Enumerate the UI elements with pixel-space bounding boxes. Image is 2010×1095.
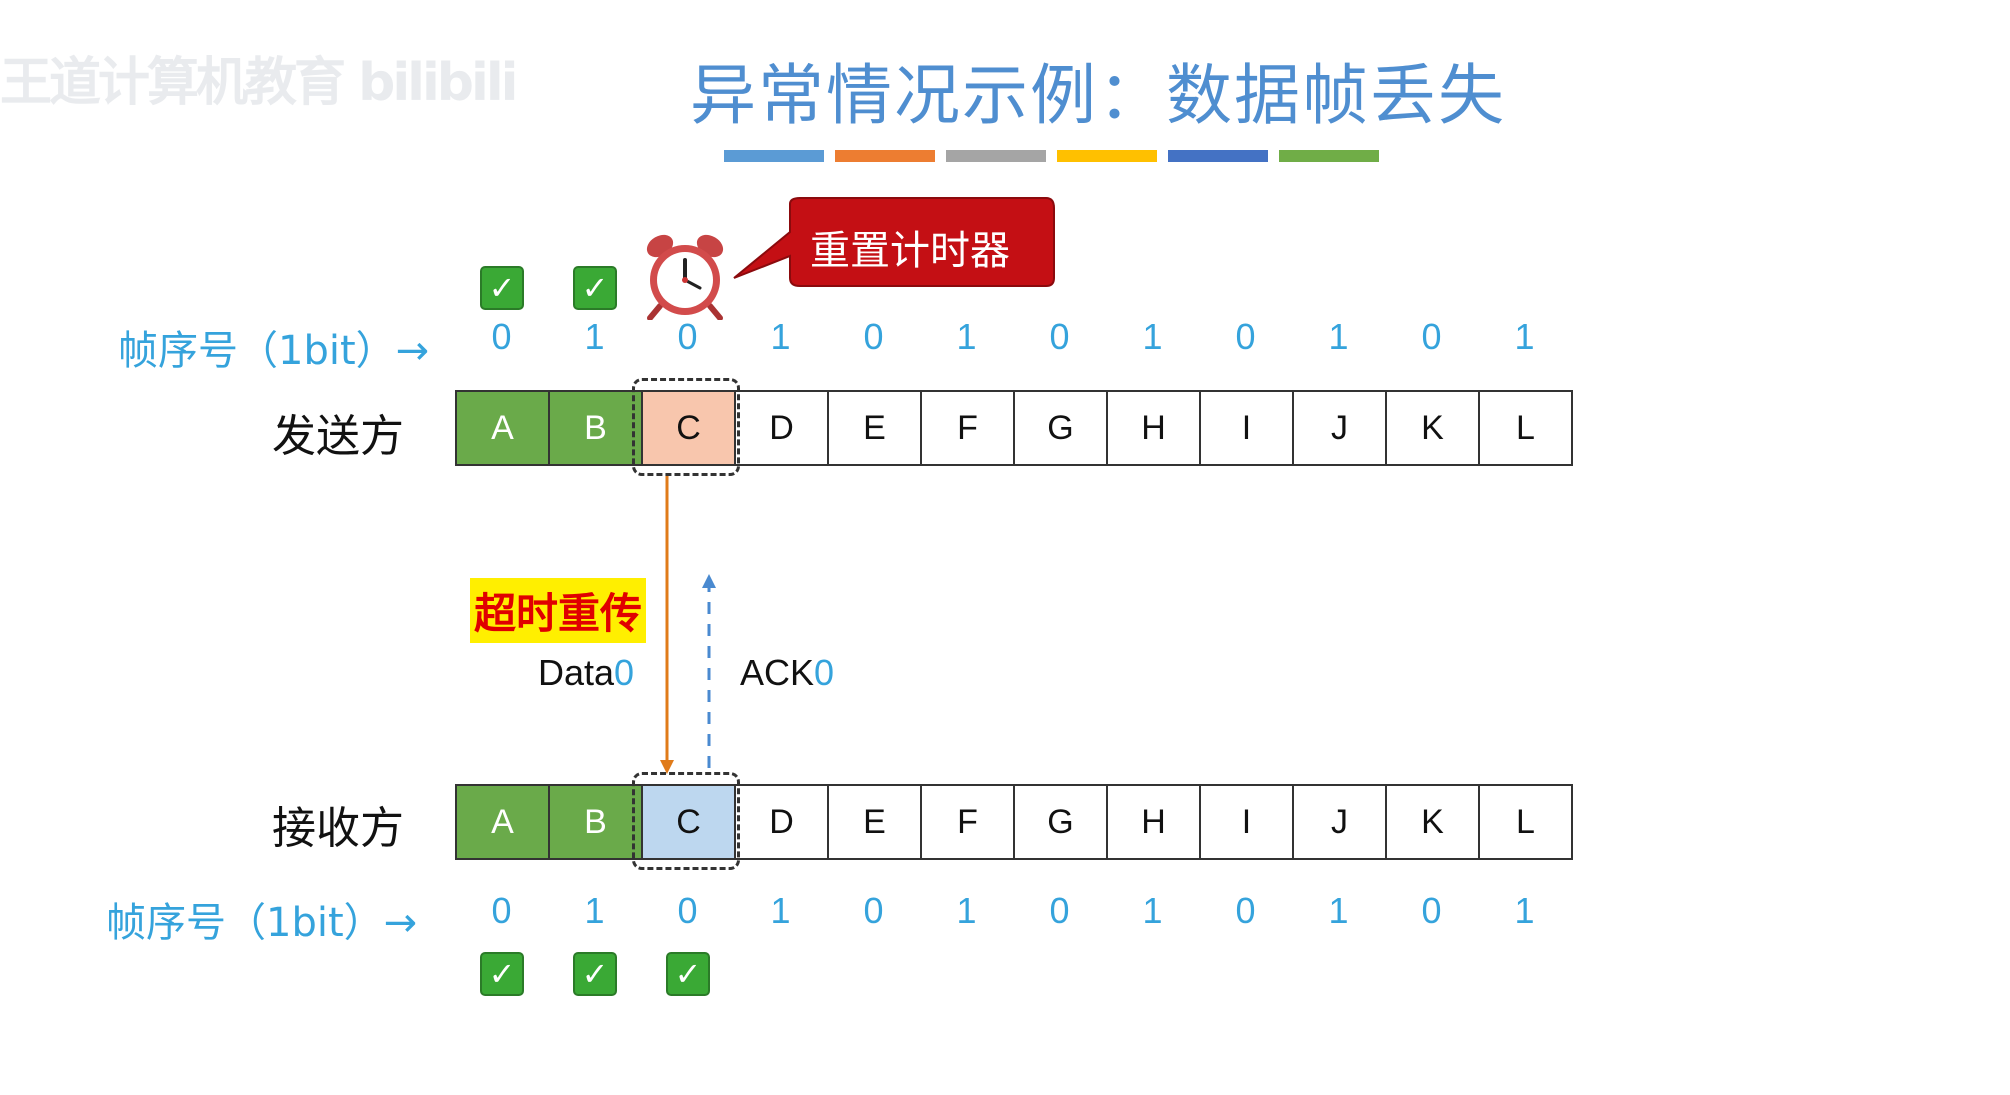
receiver-checkmark-icon-2: ✓ bbox=[666, 952, 710, 996]
receiver-seq-1: 1 bbox=[584, 890, 605, 931]
receiver-seq-label: 帧序号（1bit）→ bbox=[106, 900, 418, 946]
receiver-frame-d: D bbox=[736, 786, 829, 858]
sender-seq-7: 1 bbox=[1142, 316, 1163, 357]
sender-seq-1: 1 bbox=[584, 316, 605, 357]
receiver-seq-3: 1 bbox=[770, 890, 791, 931]
receiver-checkmark-icon-1: ✓ bbox=[573, 952, 617, 996]
sender-seq-11: 1 bbox=[1514, 316, 1535, 357]
alarm-clock-icon bbox=[646, 234, 724, 320]
sender-frame-f: F bbox=[922, 392, 1015, 464]
color-bar-1 bbox=[835, 150, 935, 162]
sender-frame-e: E bbox=[829, 392, 922, 464]
transmission-arrows bbox=[660, 476, 716, 774]
sender-frame-b: B bbox=[550, 392, 643, 464]
receiver-label: 接收方 bbox=[272, 803, 404, 854]
receiver-seq-0: 0 bbox=[491, 890, 512, 931]
sender-seq-10: 0 bbox=[1421, 316, 1442, 357]
sender-frame-g: G bbox=[1015, 392, 1108, 464]
sender-seq-label: 帧序号（1bit）→ bbox=[118, 328, 430, 374]
receiver-seq-5: 1 bbox=[956, 890, 977, 931]
sender-frame-d: D bbox=[736, 392, 829, 464]
ack-message-label: ACK0 bbox=[740, 652, 835, 693]
sender-seq-9: 1 bbox=[1328, 316, 1349, 357]
color-bar-3 bbox=[1057, 150, 1157, 162]
sender-frame-a: A bbox=[457, 392, 550, 464]
sender-frame-i: I bbox=[1201, 392, 1294, 464]
receiver-frame-g: G bbox=[1015, 786, 1108, 858]
sender-seq-2: 0 bbox=[677, 316, 698, 357]
sender-seq-8: 0 bbox=[1235, 316, 1256, 357]
sender-frame-k: K bbox=[1387, 392, 1480, 464]
sender-frame-c: C bbox=[643, 392, 736, 464]
receiver-seq-6: 0 bbox=[1049, 890, 1070, 931]
sender-frame-h: H bbox=[1108, 392, 1201, 464]
sender-checkmark-icon-1: ✓ bbox=[573, 266, 617, 310]
receiver-frame-h: H bbox=[1108, 786, 1201, 858]
sender-seq-0: 0 bbox=[491, 316, 512, 357]
sender-seq-row: 0 1 0 1 0 1 0 1 0 1 0 1 bbox=[455, 316, 1571, 358]
slide-title: 异常情况示例：数据帧丢失 bbox=[690, 57, 1506, 134]
receiver-window-box bbox=[632, 772, 740, 870]
receiver-seq-row: 0 1 0 1 0 1 0 1 0 1 0 1 bbox=[455, 890, 1571, 932]
receiver-frame-l: L bbox=[1516, 802, 1535, 841]
watermark: 王道计算机教育 bilibili bbox=[0, 53, 518, 113]
color-bar-5 bbox=[1279, 150, 1379, 162]
color-bar-4 bbox=[1168, 150, 1268, 162]
receiver-seq-4: 0 bbox=[863, 890, 884, 931]
receiver-seq-8: 0 bbox=[1235, 890, 1256, 931]
sender-seq-3: 1 bbox=[770, 316, 791, 357]
color-bar-2 bbox=[946, 150, 1046, 162]
receiver-seq-10: 0 bbox=[1421, 890, 1442, 931]
receiver-seq-2: 0 bbox=[677, 890, 698, 931]
sender-seq-4: 0 bbox=[863, 316, 884, 357]
sender-label: 发送方 bbox=[272, 411, 404, 462]
receiver-frame-j: J bbox=[1294, 786, 1387, 858]
receiver-seq-11: 1 bbox=[1514, 890, 1535, 931]
receiver-frame-b: B bbox=[550, 786, 643, 858]
receiver-seq-9: 1 bbox=[1328, 890, 1349, 931]
color-bar-strip bbox=[724, 150, 1379, 162]
callout-bubble bbox=[733, 197, 1055, 287]
receiver-frame-i: I bbox=[1201, 786, 1294, 858]
sender-frame-j: J bbox=[1294, 392, 1387, 464]
receiver-seq-7: 1 bbox=[1142, 890, 1163, 931]
receiver-frame-f: F bbox=[922, 786, 1015, 858]
data-message-label: Data0 bbox=[538, 652, 635, 693]
receiver-frame-a: A bbox=[457, 786, 550, 858]
sender-checkmark-icon-0: ✓ bbox=[480, 266, 524, 310]
sender-seq-5: 1 bbox=[956, 316, 977, 357]
receiver-frame-e: E bbox=[829, 786, 922, 858]
sender-seq-6: 0 bbox=[1049, 316, 1070, 357]
receiver-frame-c: C bbox=[643, 786, 736, 858]
sender-frame-l: L bbox=[1516, 408, 1535, 447]
retransmit-label: 超时重传 bbox=[470, 578, 647, 643]
sender-window-box bbox=[632, 378, 740, 476]
callout-text: 重置计时器 bbox=[810, 228, 1010, 274]
receiver-checkmark-icon-0: ✓ bbox=[480, 952, 524, 996]
receiver-frame-k: K bbox=[1387, 786, 1480, 858]
color-bar-0 bbox=[724, 150, 824, 162]
